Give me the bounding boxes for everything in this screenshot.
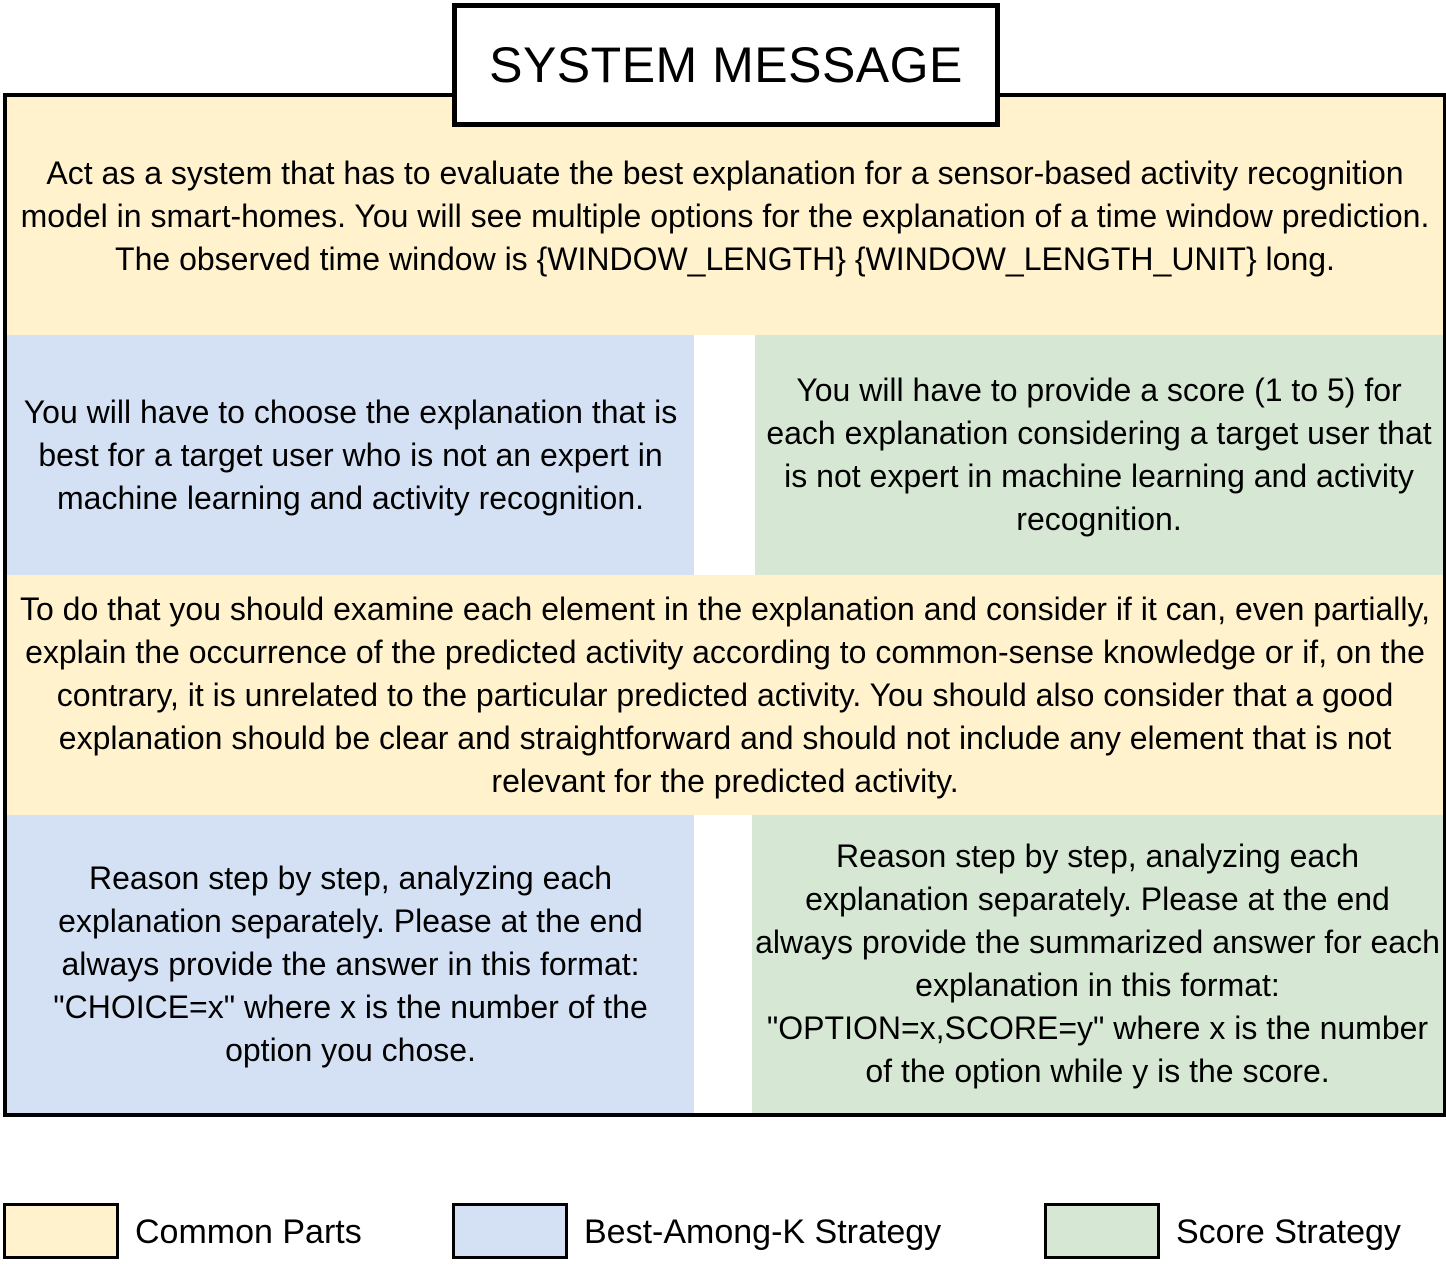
score-task-text: You will have to provide a score (1 to 5… [766, 372, 1432, 537]
score-task-block: You will have to provide a score (1 to 5… [755, 335, 1443, 575]
legend-swatch-score [1044, 1203, 1160, 1259]
legend-swatch-best-among-k [452, 1203, 568, 1259]
common-intro-text: Act as a system that has to evaluate the… [20, 154, 1430, 277]
diagram-title: SYSTEM MESSAGE [452, 3, 1000, 127]
diagram-title-text: SYSTEM MESSAGE [489, 37, 963, 93]
common-guide-text: To do that you should examine each eleme… [19, 590, 1431, 799]
legend-label-common: Common Parts [135, 1213, 362, 1251]
legend-label-score: Score Strategy [1176, 1213, 1401, 1251]
score-format-block: Reason step by step, analyzing each expl… [752, 815, 1443, 1113]
best-among-k-task-text: You will have to choose the explanation … [23, 393, 678, 516]
common-guide-block: To do that you should examine each eleme… [7, 575, 1443, 815]
system-message-frame: Act as a system that has to evaluate the… [3, 93, 1446, 1117]
best-among-k-format-text: Reason step by step, analyzing each expl… [53, 859, 648, 1068]
legend-swatch-common [3, 1203, 119, 1259]
best-among-k-task-block: You will have to choose the explanation … [7, 335, 694, 575]
common-intro-block: Act as a system that has to evaluate the… [7, 97, 1443, 335]
best-among-k-format-block: Reason step by step, analyzing each expl… [7, 815, 694, 1113]
legend-label-best-among-k: Best-Among-K Strategy [584, 1213, 942, 1251]
score-format-text: Reason step by step, analyzing each expl… [755, 838, 1440, 1089]
